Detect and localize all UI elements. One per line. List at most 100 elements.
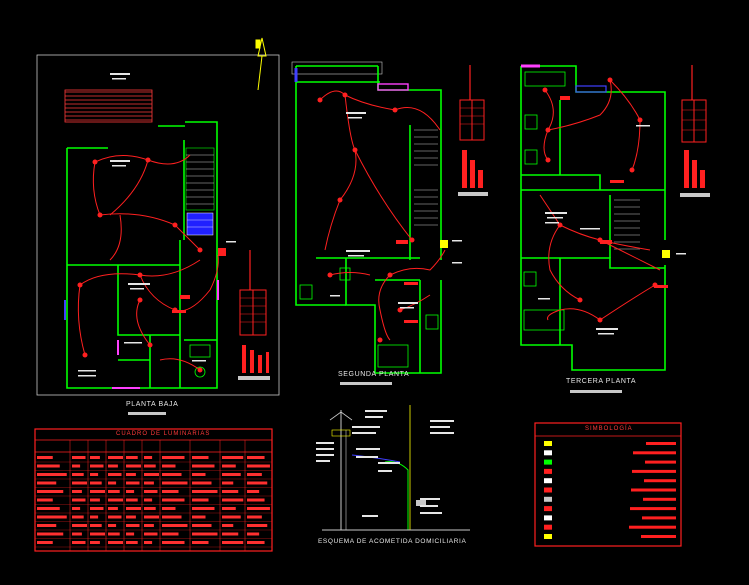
symbol-icon	[544, 524, 552, 530]
luminarias-cell	[247, 515, 262, 519]
luminarias-cell	[247, 541, 265, 544]
luminarias-cell	[108, 481, 117, 485]
luminarias-cell	[144, 541, 153, 544]
symbol-description	[645, 460, 676, 464]
bath-fixtures-sp	[299, 267, 439, 368]
symbol-description	[644, 479, 676, 483]
luminarias-cell	[108, 498, 123, 502]
luminarias-cell	[222, 464, 236, 468]
luminarias-cell	[126, 490, 135, 493]
luminarias-cell	[144, 464, 156, 468]
luminarias-cell	[37, 490, 64, 493]
luminarias-cell	[108, 532, 120, 536]
luminarias-cell	[247, 473, 262, 476]
luminarias-cell	[144, 524, 154, 527]
symbol-icon	[544, 450, 552, 456]
luminarias-cell	[222, 507, 236, 510]
luminarias-cell	[192, 541, 209, 544]
luminarias-cell	[126, 532, 135, 536]
luminarias-cell	[108, 464, 118, 468]
luminarias-cell	[162, 515, 182, 519]
tercera-planta-plan	[520, 64, 710, 371]
luminarias-cell	[192, 515, 206, 519]
luminarias-cell	[37, 464, 60, 468]
luminarias-cell	[162, 498, 185, 502]
luminarias-cell	[37, 456, 53, 459]
luminarias-cell	[72, 515, 84, 519]
luminarias-cell	[126, 515, 136, 519]
luminarias-cell	[126, 524, 140, 527]
luminarias-cell	[126, 464, 141, 468]
light-points-sp	[317, 92, 415, 343]
luminarias-cell	[90, 524, 102, 527]
riser-detail-pb	[238, 250, 270, 380]
luminarias-cell	[37, 515, 67, 519]
luminarias-cell	[72, 464, 81, 468]
symbol-description	[632, 469, 676, 473]
simbologia-table-rows	[544, 441, 676, 539]
luminarias-cell	[37, 532, 64, 536]
luminarias-cell	[162, 541, 185, 544]
luminarias-cell	[192, 456, 209, 459]
symbol-icon	[544, 496, 552, 502]
luminarias-cell	[192, 464, 215, 468]
luminarias-cell	[247, 481, 268, 485]
riser-detail-sp	[458, 65, 488, 196]
luminarias-cell	[37, 481, 57, 485]
symbol-icon	[544, 468, 552, 474]
luminarias-cell	[222, 524, 234, 527]
luminarias-table-title: CUADRO DE LUMINARIAS	[116, 431, 211, 437]
luminarias-cell	[126, 498, 138, 502]
luminarias-cell	[222, 481, 234, 485]
luminarias-cell	[144, 490, 158, 493]
luminarias-cell	[37, 473, 67, 476]
symbol-icon	[544, 534, 552, 539]
luminarias-cell	[222, 541, 244, 544]
luminarias-cell	[222, 473, 241, 476]
luminarias-cell	[126, 541, 138, 544]
luminarias-cell	[72, 524, 87, 527]
symbol-description	[630, 507, 676, 511]
luminarias-cell	[144, 507, 156, 510]
symbol-description	[643, 497, 676, 501]
luminarias-cell	[90, 456, 100, 459]
luminarias-cell	[108, 490, 120, 493]
luminarias-cell	[90, 541, 100, 544]
label-esquema-acometida: ESQUEMA DE ACOMETIDA DOMICILIARIA	[318, 538, 467, 545]
riser-detail-tp	[680, 65, 710, 197]
luminarias-cell	[247, 532, 260, 536]
luminarias-cell	[72, 473, 84, 476]
luminarias-cell	[90, 507, 104, 510]
luminarias-cell	[108, 541, 123, 544]
label-tercera-planta: TERCERA PLANTA	[566, 378, 637, 385]
luminarias-cell	[192, 481, 212, 485]
luminarias-cell	[126, 481, 140, 485]
symbol-description	[646, 442, 676, 445]
esquema-acometida	[316, 405, 470, 531]
luminarias-cell	[90, 498, 100, 502]
luminarias-cell	[72, 532, 82, 536]
luminarias-cell	[108, 515, 122, 519]
luminarias-cell	[72, 481, 87, 485]
symbol-icon	[544, 459, 552, 465]
symbol-icon	[544, 478, 552, 484]
luminarias-cell	[192, 507, 215, 510]
stairs-sp	[414, 129, 438, 226]
luminarias-cell	[90, 464, 104, 468]
stair-hatch-pb	[64, 89, 153, 123]
luminarias-cell	[222, 515, 241, 519]
luminarias-cell	[90, 515, 99, 519]
bath-fixtures-pb	[189, 344, 211, 378]
luminarias-cell	[222, 490, 239, 493]
north-arrow	[255, 37, 267, 91]
luminarias-cell	[162, 481, 188, 485]
red-tags-pb	[172, 248, 226, 313]
walls-pb	[66, 121, 218, 389]
luminarias-cell	[144, 481, 154, 485]
luminarias-cell	[90, 490, 105, 493]
red-tags-sp	[396, 240, 448, 323]
luminarias-cell	[126, 473, 136, 476]
luminarias-cell	[72, 498, 86, 502]
luminarias-cell	[222, 456, 244, 459]
